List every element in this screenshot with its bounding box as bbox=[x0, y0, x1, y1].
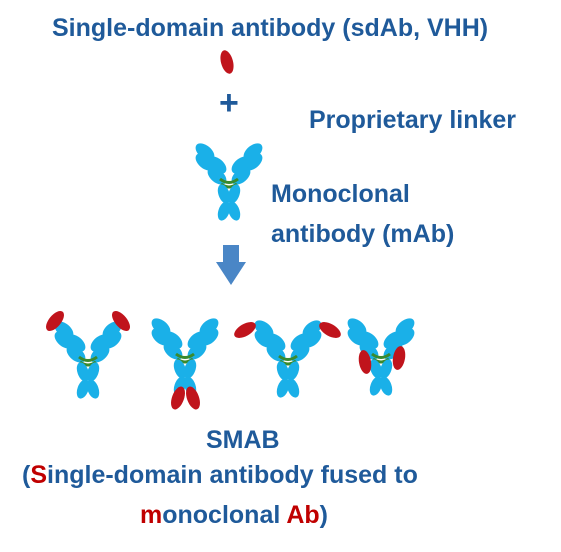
plus-sign: + bbox=[219, 84, 239, 122]
smab-desc-line1: (Single-domain antibody fused to bbox=[22, 463, 418, 488]
smab-format-4 bbox=[342, 313, 420, 399]
mab-label-line1: Monoclonal bbox=[271, 180, 410, 208]
paren-close: ) bbox=[319, 501, 328, 529]
smab-format-1 bbox=[42, 307, 134, 402]
desc-line2-mid: onoclonal bbox=[162, 501, 287, 529]
paren-open: ( bbox=[22, 461, 31, 489]
smab-title: SMAB bbox=[206, 426, 280, 454]
smab-desc-line2: monoclonal Ab) bbox=[140, 503, 328, 528]
title-sdab: Single-domain antibody (sdAb, VHH) bbox=[52, 14, 489, 42]
desc-line1-rest: ingle-domain antibody fused to bbox=[47, 461, 418, 489]
smab-format-3 bbox=[231, 315, 344, 401]
linker-label: Proprietary linker bbox=[309, 106, 517, 134]
vhh-ellipse-icon bbox=[218, 48, 236, 76]
letter-s-highlight: S bbox=[30, 461, 48, 489]
mab-label-line2: antibody (mAb) bbox=[271, 220, 455, 248]
letter-m-highlight: m bbox=[140, 501, 163, 529]
smab-format-2 bbox=[146, 313, 224, 412]
down-arrow-icon bbox=[216, 245, 246, 285]
ab-highlight: Ab bbox=[286, 501, 320, 529]
antibody-y-icon bbox=[190, 138, 268, 224]
